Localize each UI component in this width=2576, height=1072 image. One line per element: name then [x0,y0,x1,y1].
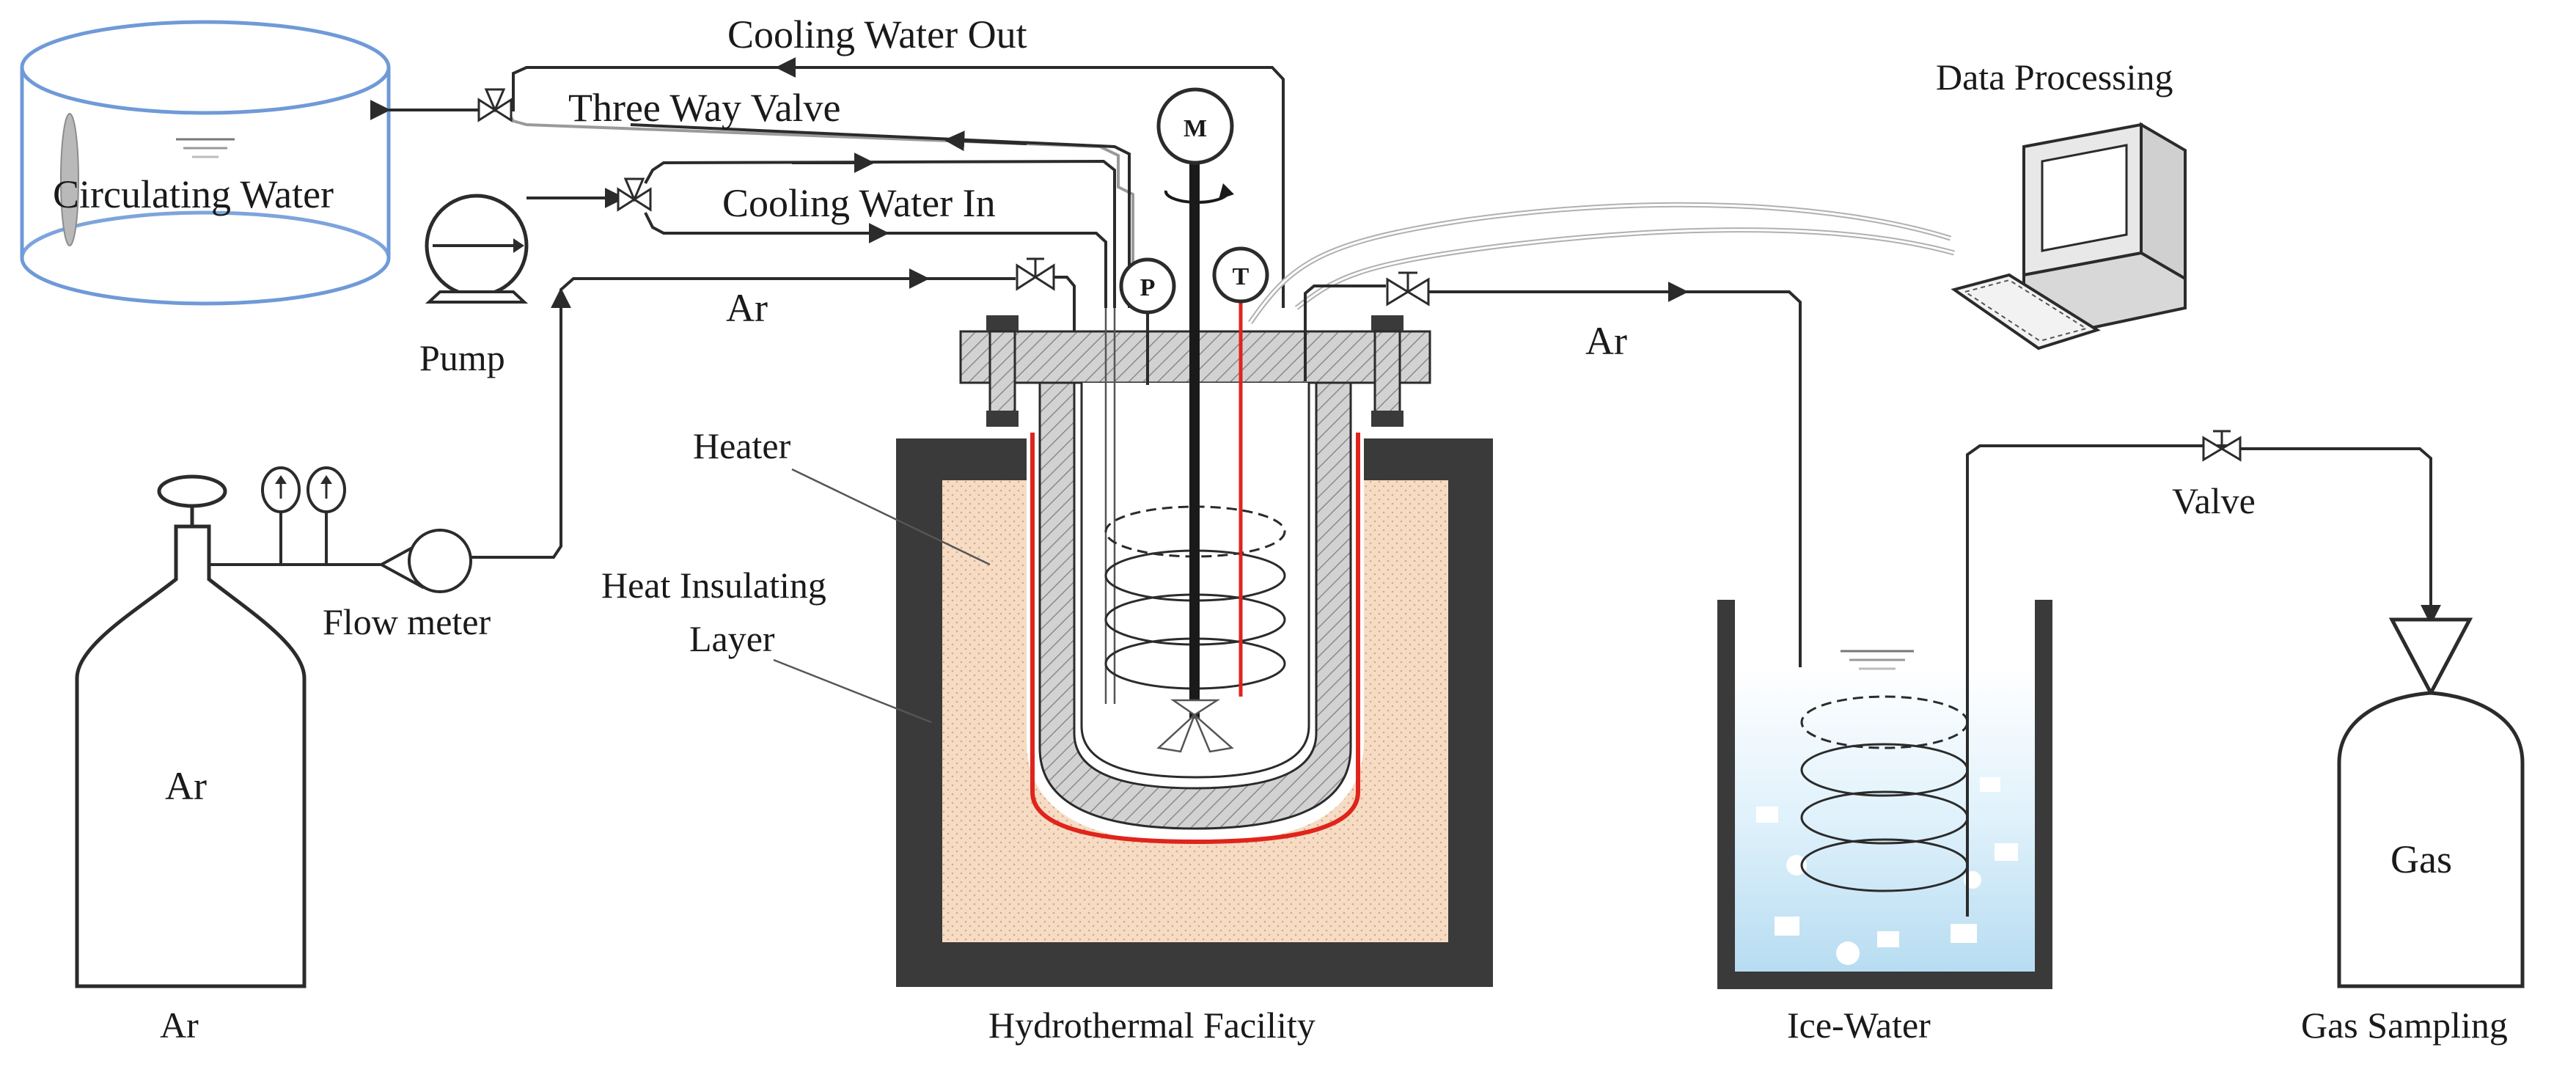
pump-icon [425,194,529,304]
condenser-coil [1800,444,2233,917]
insulation-leader-line [773,658,932,724]
cooling-water-piping [370,57,1285,308]
heat-insulating-label-line1: Heat Insulating [601,565,826,606]
temperature-symbol: T [1233,263,1250,290]
signal-cable [1248,202,1955,324]
pressure-symbol: P [1140,274,1156,301]
computer-icon [1951,122,2187,350]
stirrer [1156,139,1234,753]
three-way-valve-icon [617,177,652,212]
valve-icon [1016,257,1055,291]
hydrothermal-facility-caption: Hydrothermal Facility [988,1005,1315,1046]
gas-cylinder-label: Gas [2390,837,2452,881]
circulating-water-label: Circulating Water [53,172,334,216]
pressure-gauge-icon [1119,257,1176,385]
cooling-water-in-label: Cooling Water In [722,181,996,225]
flow-meter-label: Flow meter [323,601,491,642]
heater-label: Heater [693,425,791,466]
ar-caption: Ar [160,1005,199,1046]
gauge-icon [261,466,301,565]
gas-sampling-bag [2337,691,2525,988]
valve-label: Valve [2172,480,2256,521]
heater-leader-line [791,468,991,566]
ice-water-bath [1717,600,2052,989]
data-processing-label: Data Processing [1936,56,2173,98]
motor-icon [1156,87,1234,165]
circulating-water-tank [20,20,391,306]
ar-cylinder [75,474,307,988]
ice-water-caption: Ice-Water [1787,1005,1931,1046]
three-way-valve-label: Three Way Valve [568,86,841,130]
gauge-icon [307,466,346,565]
thermocouple-icon [1212,246,1269,697]
ar-inlet-label: Ar [726,286,768,330]
ar-outlet-label: Ar [1585,319,1627,363]
cooling-water-out-label: Cooling Water Out [727,12,1027,56]
pump-label: Pump [419,337,505,378]
gas-sampling-caption: Gas Sampling [2301,1005,2508,1046]
heat-insulating-label-line2: Layer [689,618,775,659]
motor-symbol: M [1184,115,1207,142]
valve-icon [1386,271,1430,306]
valve-icon [2202,430,2242,462]
three-way-valve-icon [477,88,513,122]
funnel-icon [2388,617,2473,697]
flow-meter-icon [378,529,472,593]
ar-cylinder-label: Ar [165,764,207,808]
